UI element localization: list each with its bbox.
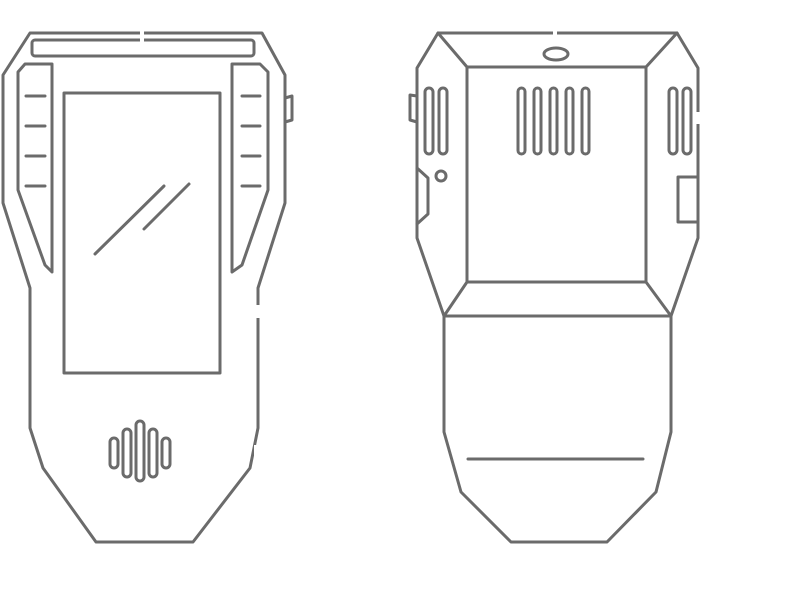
screen-glare-icon	[93, 182, 191, 256]
front-left-grip-ridges	[24, 94, 47, 188]
back-right-side-vents	[667, 86, 693, 156]
back-left-side-latch	[415, 166, 430, 226]
front-screen	[62, 91, 222, 375]
back-left-side-clip	[408, 93, 419, 124]
back-side-port	[676, 175, 700, 224]
front-left-grip-panel	[16, 62, 54, 274]
back-left-side-vents	[423, 86, 449, 156]
front-side-button	[283, 94, 294, 124]
back-vent-slots	[516, 86, 591, 156]
sensor-window-icon	[542, 46, 570, 62]
back-bevel-lines	[436, 31, 679, 318]
front-body-outline	[1, 31, 287, 544]
back-view	[408, 30, 700, 544]
back-bottom-cap	[442, 314, 673, 544]
speaker-grille-icon	[108, 419, 172, 483]
back-indicator-dot-icon	[434, 169, 448, 183]
front-view	[1, 30, 294, 544]
back-inner-panel	[465, 65, 648, 284]
back-body-outline	[415, 31, 700, 318]
front-right-grip-ridges	[240, 94, 262, 188]
front-right-grip-panel	[230, 62, 270, 274]
